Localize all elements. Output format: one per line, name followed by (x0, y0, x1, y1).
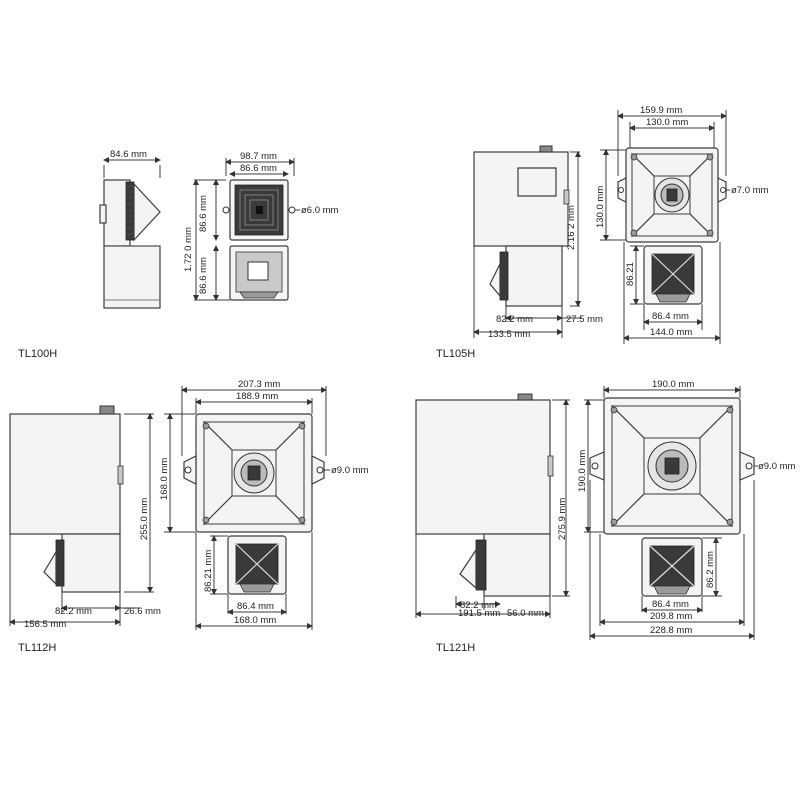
tl112h-beacon-width-dim: 86.4 mm (237, 601, 274, 612)
tl105h-hole-dim: ø7.0 mm (731, 185, 769, 196)
tl105h-side-view: 82.2 mm 27.5 mm 133.5 mm 2.16 2 mm (473, 145, 603, 340)
tl100h-drawing: 84.6 mm 98.7 mm 86.6 mm 86.6 (18, 149, 339, 360)
tl121h-beacon-depth-dim: 82.2 mm (460, 600, 497, 611)
tl121h-front-view: 190.0 mm 190.0 mm 86.2 mm ø9.0 mm 86.4 m… (577, 379, 796, 640)
tl105h-beacon-depth-dim: 82.2 mm (496, 314, 533, 325)
tl100h-width-inner-dim: 86.6 mm (240, 163, 277, 174)
tl100h-side-view: 84.6 mm (99, 149, 161, 309)
tl121h-total-height-dim: 275.9 mm (557, 498, 568, 540)
tl105h-lens-depth-dim: 27.5 mm (566, 314, 603, 325)
tl121h-width-dim: 190.0 mm (652, 379, 694, 390)
tl105h-horn-height-dim: 130.0 mm (595, 186, 606, 228)
tl100h-horn-height-dim: 86.6 mm (198, 195, 209, 232)
tl105h-depth-dim: 133.5 mm (488, 329, 530, 340)
tl105h-drawing: 82.2 mm 27.5 mm 133.5 mm 2.16 2 mm (436, 105, 769, 360)
tl112h-horn-height-dim: 168.0 mm (159, 458, 170, 500)
tl112h-depth-dim: 156.5 mm (24, 619, 66, 630)
tl121h-depth-dim: 191.5 mm (458, 608, 500, 619)
tl100h-front-view: 98.7 mm 86.6 mm 86.6 mm 1.72 0 mm 86.6 m… (183, 151, 339, 301)
tl121h-beacon-width-dim: 86.4 mm (652, 599, 689, 610)
tl121h-hole-dim: ø9.0 mm (758, 461, 796, 472)
tl112h-label: TL112H (18, 642, 56, 654)
tl100h-beacon-height-dim: 86.6 mm (198, 257, 209, 294)
tl112h-side-view: 82.2 mm 26.6 mm 156.5 mm 255.0 mm (9, 405, 161, 630)
tl105h-front-view: 159.9 mm 130.0 mm 130.0 mm 86.21 ø7.0 mm… (595, 105, 769, 344)
tl105h-base-width-dim: 144.0 mm (650, 327, 692, 338)
tl121h-side-view: 82.2 mm 191.5 mm 56.0 mm 275.9 mm (415, 393, 570, 619)
tl121h-overall-width-dim: 228.8 mm (650, 625, 692, 636)
tl121h-base-width-dim: 209.8 mm (650, 611, 692, 622)
tl112h-beacon-depth-dim: 82.2 mm (55, 606, 92, 617)
tl112h-beacon-height-dim: 86.21 mm (203, 550, 214, 592)
tl121h-lens-depth-dim: 56.0 mm (507, 608, 544, 619)
tl105h-width-outer-dim: 159.9 mm (640, 105, 682, 116)
tl112h-front-view: 207.3 mm 188.9 mm 168.0 mm 86.21 mm ø9.0… (159, 379, 369, 630)
tl105h-width-inner-dim: 130.0 mm (646, 117, 688, 128)
tl100h-hole-dim: ø6.0 mm (301, 205, 339, 216)
tl100h-total-height-dim: 1.72 0 mm (183, 227, 194, 272)
tl100h-label: TL100H (18, 348, 57, 360)
tl112h-width-inner-dim: 188.9 mm (236, 391, 278, 402)
tl112h-width-outer-dim: 207.3 mm (238, 379, 280, 390)
tl112h-hole-dim: ø9.0 mm (331, 465, 369, 476)
tl100h-depth-dim: 84.6 mm (110, 149, 147, 160)
tl121h-beacon-height-dim: 86.2 mm (705, 551, 716, 588)
tl105h-beacon-width-dim: 86.4 mm (652, 311, 689, 322)
tl105h-label: TL105H (436, 348, 475, 360)
tl121h-label: TL121H (436, 642, 475, 654)
tl100h-width-outer-dim: 98.7 mm (240, 151, 277, 162)
tl112h-base-width-dim: 168.0 mm (234, 615, 276, 626)
tl105h-beacon-height-dim: 86.21 (625, 262, 636, 286)
tl112h-total-height-dim: 255.0 mm (139, 498, 150, 540)
tl112h-lens-depth-dim: 26.6 mm (124, 606, 161, 617)
tl121h-horn-height-dim: 190.0 mm (577, 450, 588, 492)
tl105h-total-height-dim: 2.16 2 mm (566, 205, 577, 250)
tl112h-drawing: 82.2 mm 26.6 mm 156.5 mm 255.0 mm (9, 379, 369, 654)
tl121h-drawing: 82.2 mm 191.5 mm 56.0 mm 275.9 mm (415, 379, 796, 654)
